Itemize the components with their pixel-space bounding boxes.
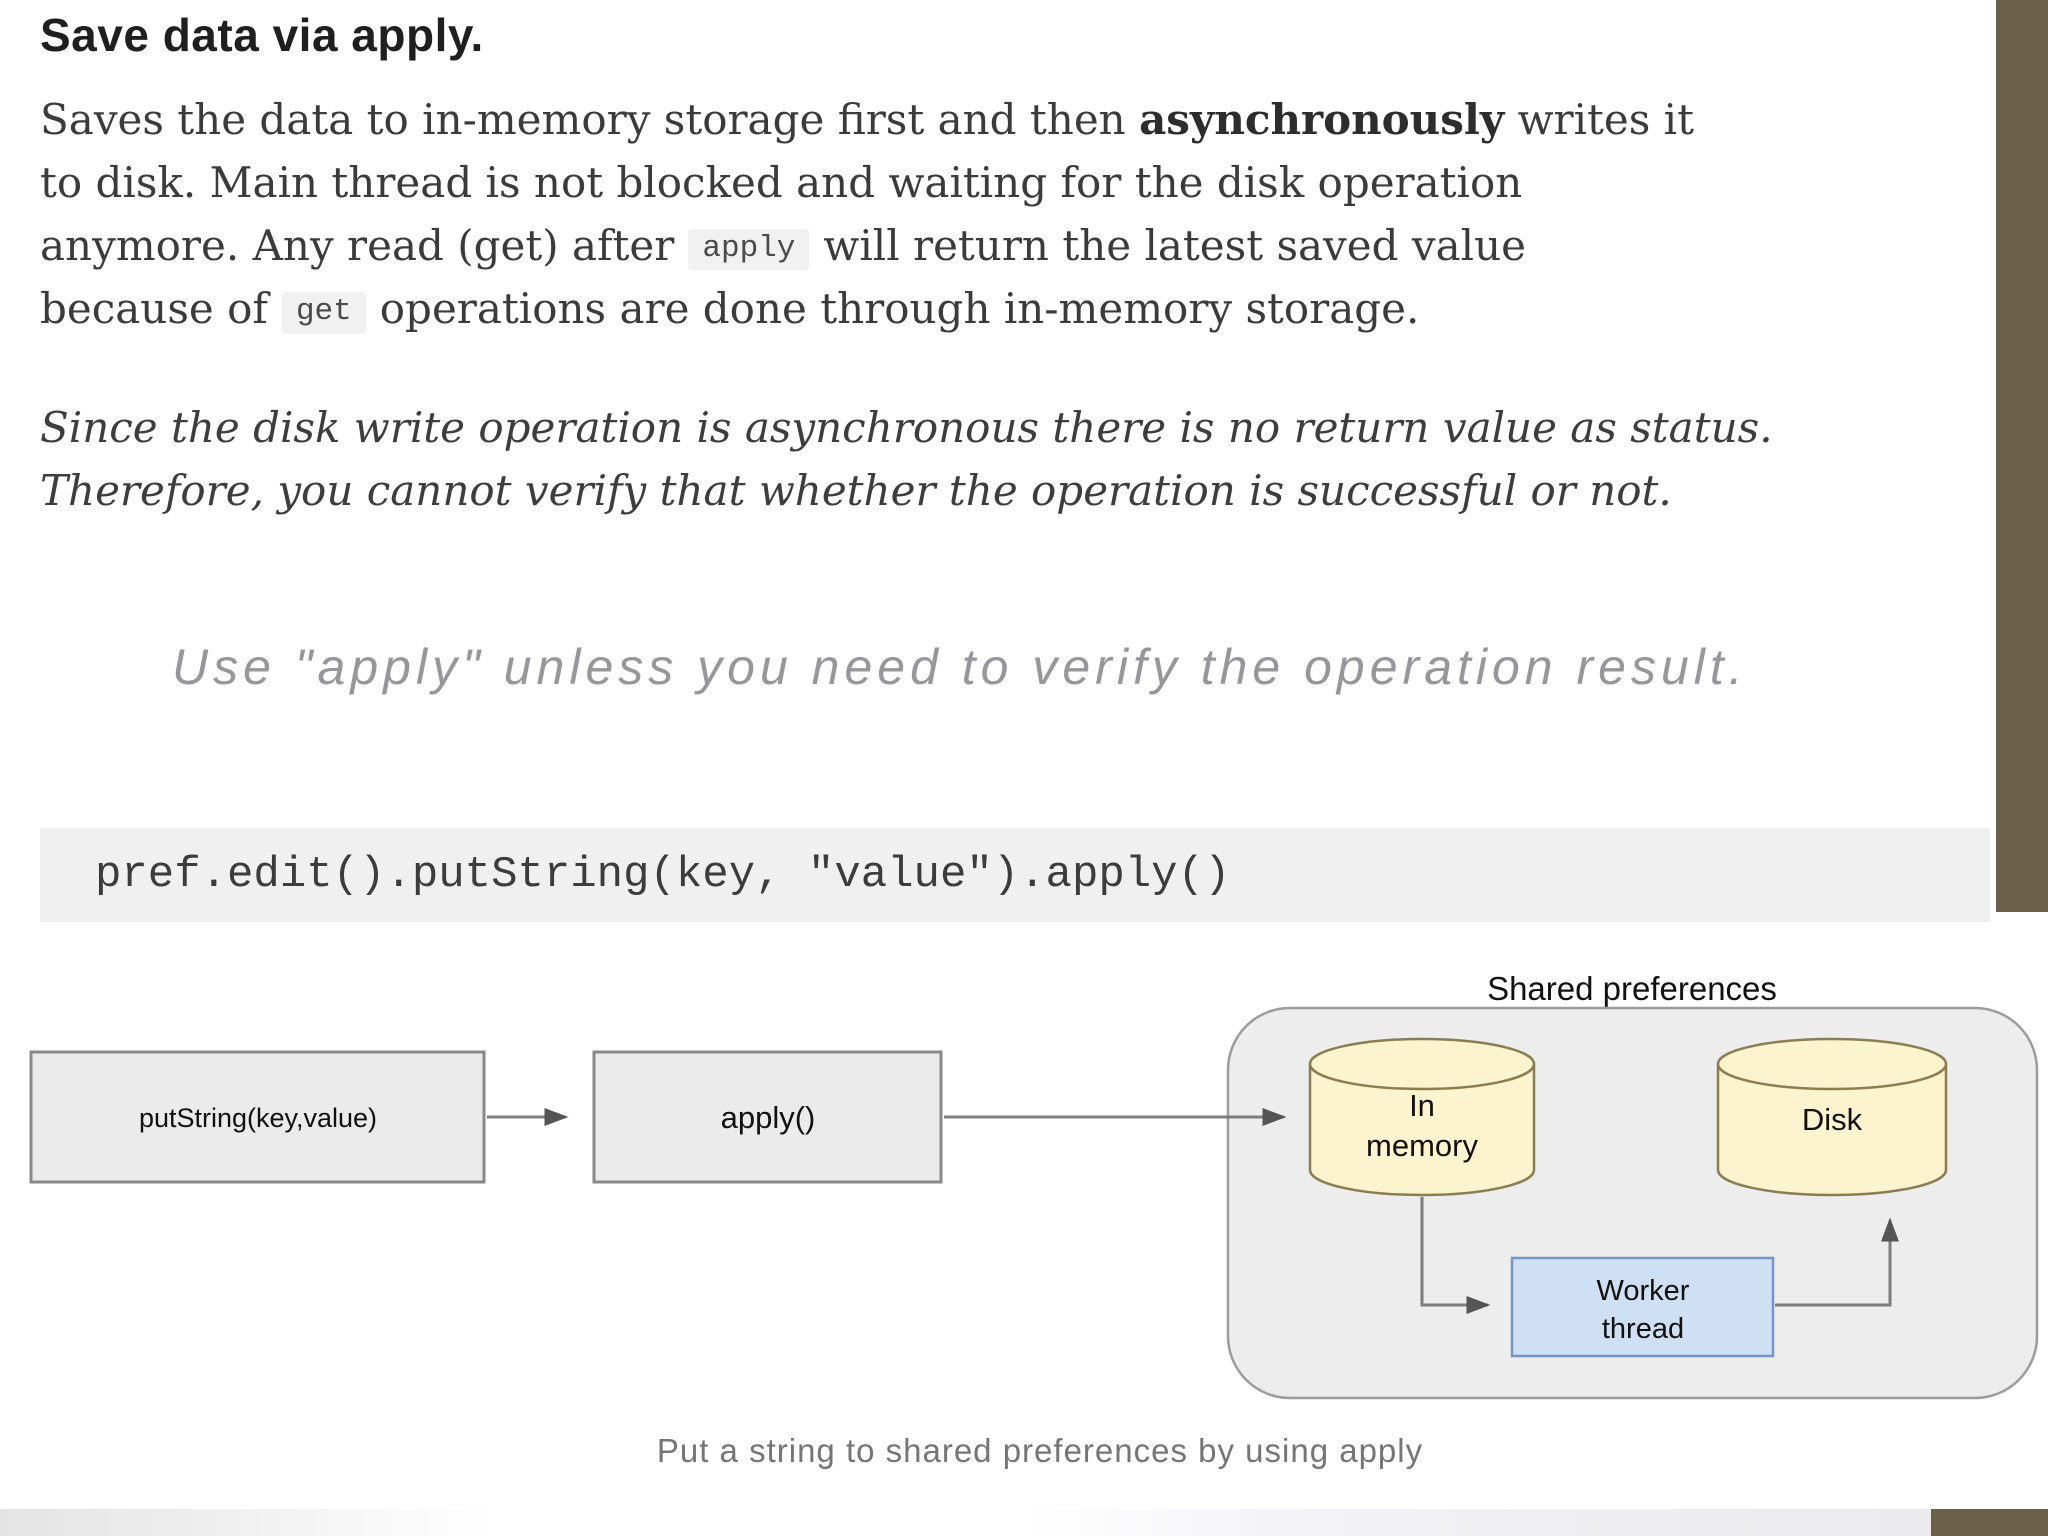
paragraph-line: because of get operations are done through… <box>40 277 1419 340</box>
pull-quote: Use "apply" unless you need to verify th… <box>172 639 1748 695</box>
page-title: Save data via apply. <box>40 9 484 61</box>
arrow-worker-to-disk <box>1775 1217 1899 1307</box>
italic-note-line: Therefore, you cannot verify that whethe… <box>40 466 1672 515</box>
paragraph-line: Saves the data to in-memory storage firs… <box>40 88 1694 151</box>
text-segment: Saves the data to in-memory storage firs… <box>40 95 1140 144</box>
arrow-in-memory-to-worker <box>1420 1197 1491 1314</box>
worker-thread-box: Worker thread <box>1510 1256 1775 1358</box>
text-segment: writes it <box>1504 95 1694 144</box>
disk-cylinder: Disk <box>1716 1037 1948 1197</box>
text-segment: because of <box>40 284 268 333</box>
code-block: pref.edit().putString(key, "value").appl… <box>40 828 1990 922</box>
bold-text: asynchronously <box>1139 95 1505 144</box>
text-segment: anymore. Any read (get) after <box>40 221 675 270</box>
worker-thread-label: Worker <box>1597 1275 1690 1307</box>
paragraph-line: to disk. Main thread is not blocked and … <box>40 158 1523 207</box>
diagram-title: Shared preferences <box>1487 970 1777 1007</box>
in-memory-label: memory <box>1366 1128 1478 1163</box>
code-snippet: pref.edit().putString(key, "value").appl… <box>95 850 1231 900</box>
text-segment: will return the latest saved value <box>823 221 1526 270</box>
worker-thread-label: thread <box>1602 1313 1684 1345</box>
disk-label: Disk <box>1802 1102 1863 1137</box>
bottom-right-corner-block <box>1931 1509 2048 1536</box>
paragraph-line: anymore. Any read (get) after apply will r… <box>40 214 1526 277</box>
inline-code-chip: get <box>281 292 366 335</box>
in-memory-cylinder: In memory <box>1308 1037 1536 1197</box>
apply-box: apply() <box>592 1050 943 1184</box>
putstring-box: putString(key,value) <box>29 1050 486 1184</box>
bottom-edge-band <box>0 1509 2048 1536</box>
in-memory-label: In <box>1409 1088 1435 1123</box>
text-segment: operations are done through in-memory st… <box>379 284 1420 333</box>
figure-caption: Put a string to shared preferences by us… <box>656 1432 1424 1469</box>
putstring-label: putString(key,value) <box>139 1103 377 1133</box>
right-edge-bar <box>1996 0 2048 912</box>
inline-code-chip: apply <box>688 229 810 272</box>
apply-label: apply() <box>721 1100 816 1135</box>
italic-note-line: Since the disk write operation is asynch… <box>40 403 1773 452</box>
